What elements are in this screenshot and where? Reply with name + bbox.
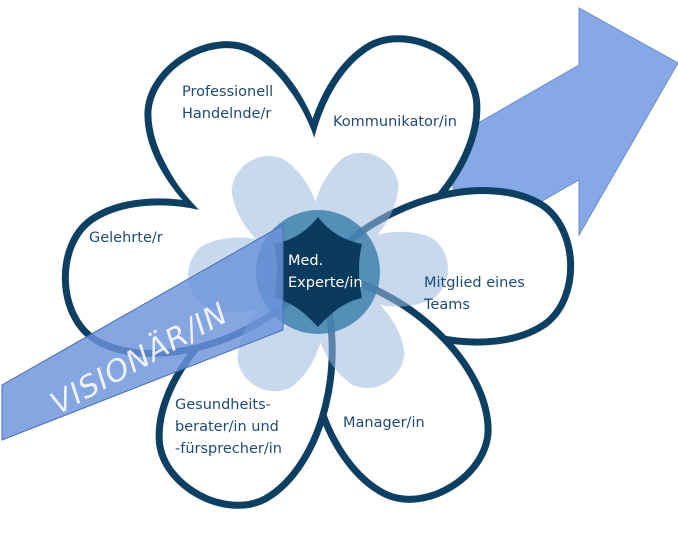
center-label: Med. Experte/in	[288, 253, 363, 291]
petal-label-mitglied: Mitglied eines Teams	[423, 275, 529, 313]
petal-label-kommunikator: Kommunikator/in	[333, 114, 457, 130]
petal-label-gesundheit: Gesundheits- berater/in und -fürsprecher…	[175, 397, 283, 457]
petal-label-manager: Manager/in	[343, 415, 425, 431]
visionaer-band	[1, 224, 284, 441]
petal-label-gelehrte: Gelehrte/r	[89, 230, 163, 246]
center-core	[274, 217, 362, 327]
petals	[63, 13, 573, 530]
petal-label-professionell: Professionell Handelnde/r	[182, 84, 278, 122]
